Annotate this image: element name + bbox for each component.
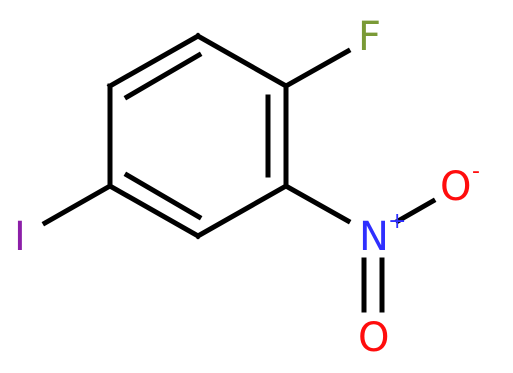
substituent-bonds [41,47,437,313]
bond-c5-c6 [106,182,202,240]
nitrogen-charge: + [388,209,406,234]
oxygen-top-label: O [440,164,471,210]
bond-c1-c2 [106,32,202,90]
bond-c6-iodine [41,182,114,227]
bond-c1-c2-inner [123,51,203,101]
ring-bonds [106,32,290,240]
bond-c5-c6-inner [123,171,203,221]
iodine-label: I [14,214,26,260]
bond-c3-fluorine [282,47,352,90]
bond-nitrogen-oxygen-top [394,197,437,225]
bond-c4-c5 [194,182,290,240]
oxygen-top-charge: - [472,159,480,184]
bond-c4-nitrogen [282,182,352,225]
fluorine-label: F [358,14,381,60]
oxygen-bottom-label: O [358,315,389,361]
bond-c2-c3 [194,32,290,90]
nitrogen-label: N [359,214,389,260]
